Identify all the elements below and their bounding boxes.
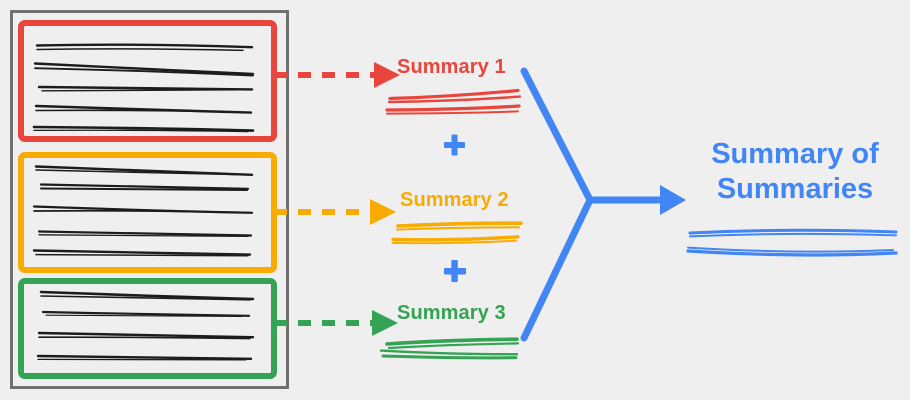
plus-icon-2 xyxy=(444,260,466,282)
summary-2-label: Summary 2 xyxy=(400,189,509,211)
dashed-arrow-amber xyxy=(274,199,396,225)
merge-arrow xyxy=(520,67,662,342)
red-section-text-lines xyxy=(32,43,255,133)
red-section-box xyxy=(18,20,277,142)
result-underlines xyxy=(686,228,898,257)
amber-section-text-lines xyxy=(32,165,254,257)
summary-3-label: Summary 3 xyxy=(397,302,506,324)
dashed-arrow-red xyxy=(274,62,400,88)
result-line-2: Summaries xyxy=(716,173,874,206)
summary-of-summaries-label: Summary of Summaries xyxy=(700,137,890,208)
green-section-box xyxy=(18,278,277,379)
summary-3-underlines xyxy=(379,337,520,360)
summary-1-underlines xyxy=(385,88,522,115)
plus-icon-1 xyxy=(444,134,465,156)
result-line-1: Summary of xyxy=(711,138,879,170)
green-section-text-lines xyxy=(36,290,255,361)
summary-2-underlines xyxy=(391,221,523,245)
summary-1-label: Summary 1 xyxy=(397,56,506,78)
dashed-arrow-green xyxy=(274,310,398,336)
merge-arrow-head xyxy=(660,185,686,215)
